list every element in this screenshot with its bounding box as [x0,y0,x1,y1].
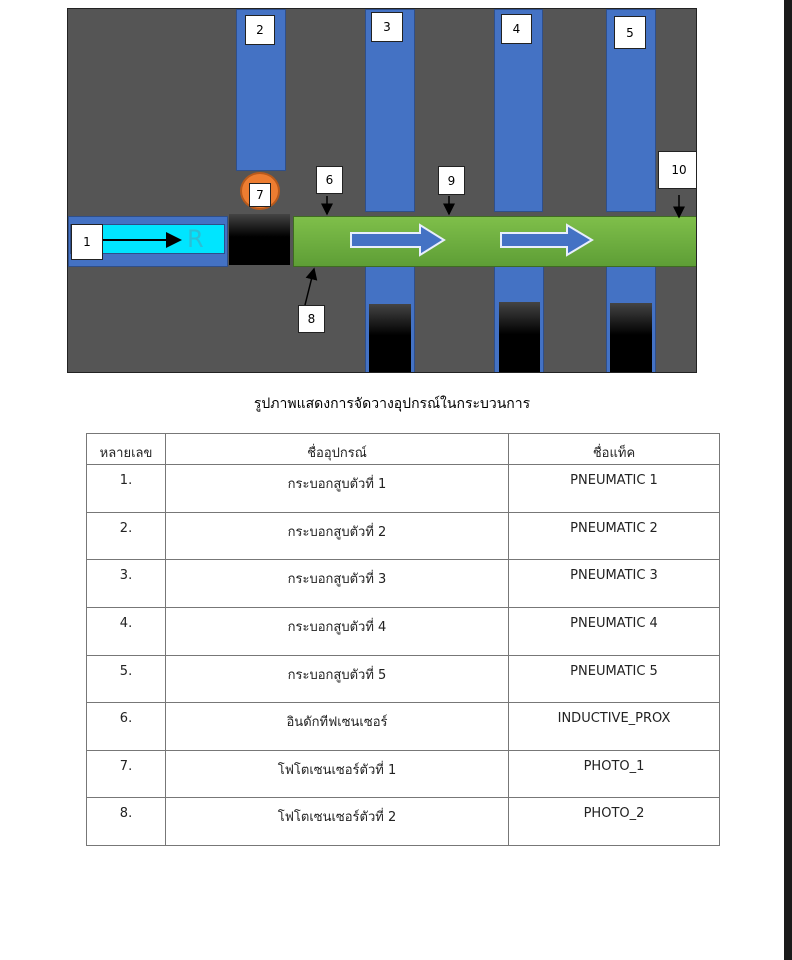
cell-tag-name: PNEUMATIC 2 [508,511,720,561]
table-header-row: หลายเลข ชื่ออุปกรณ์ ชื่อแท็ค [86,433,720,465]
bin-3 [369,304,411,372]
cell-tag-name: INDUCTIVE_PROX [508,702,720,751]
label-2: 2 [245,15,275,45]
figure-caption: รูปภาพแสดงการจัดวางอุปกรณ์ในกระบวนการ [253,396,531,412]
label-1: 1 [71,224,103,260]
table-row: 1. กระบอกสูบตัวที่ 1 PNEUMATIC 1 [86,464,720,513]
cell-device-name: โฟโตเซนเซอร์ตัวที่ 2 [165,797,509,846]
table-row: 7. โฟโตเซนเซอร์ตัวที่ 1 PHOTO_1 [86,749,720,799]
cell-device-name: โฟโตเซนเซอร์ตัวที่ 1 [165,749,509,799]
table-row: 6. อินดักทีฟเซนเซอร์ INDUCTIVE_PROX [86,702,720,751]
cell-tag-name: PNEUMATIC 5 [508,654,720,704]
cell-device-name: กระบอกสูบตัวที่ 1 [165,464,509,513]
cell-number: 2. [86,511,166,561]
label-7: 7 [249,183,271,207]
label-8: 8 [298,305,325,333]
cell-number: 1. [86,464,166,513]
table-row: 4. กระบอกสูบตัวที่ 4 PNEUMATIC 4 [86,606,720,656]
device-table: หลายเลข ชื่ออุปกรณ์ ชื่อแท็ค 1. กระบอกสู… [86,433,720,846]
process-layout-diagram: R 1 2 3 4 5 6 7 8 9 10 [67,8,697,373]
page-edge [784,0,792,960]
cell-tag-name: PNEUMATIC 1 [508,464,720,513]
stop-block [229,214,290,265]
flow-arrow-1 [350,223,446,257]
header-number: หลายเลข [86,433,166,465]
table-row: 2. กระบอกสูบตัวที่ 2 PNEUMATIC 2 [86,511,720,561]
cell-tag-name: PHOTO_1 [508,749,720,799]
cell-number: 3. [86,559,166,608]
pointer-8 [304,267,318,306]
label-4: 4 [501,14,532,44]
label-3: 3 [371,12,403,42]
cell-device-name: กระบอกสูบตัวที่ 5 [165,654,509,704]
label-6: 6 [316,166,343,194]
cell-number: 8. [86,797,166,846]
cell-device-name: กระบอกสูบตัวที่ 2 [165,511,509,561]
cell-number: 5. [86,654,166,704]
label-9: 9 [438,166,465,195]
cylinder-3 [365,9,415,212]
header-tag-name: ชื่อแท็ค [508,433,720,465]
flow-arrow-2 [500,223,594,257]
cell-device-name: กระบอกสูบตัวที่ 4 [165,606,509,656]
table-row: 5. กระบอกสูบตัวที่ 5 PNEUMATIC 5 [86,654,720,704]
arrows-layer [98,195,685,306]
cell-tag-name: PNEUMATIC 3 [508,559,720,608]
cell-device-name: กระบอกสูบตัวที่ 3 [165,559,509,608]
cell-number: 7. [86,749,166,799]
bin-4 [499,302,540,372]
label-10: 10 [658,151,696,189]
bin-5 [610,303,652,372]
header-device-name: ชื่ออุปกรณ์ [165,433,509,465]
cell-tag-name: PNEUMATIC 4 [508,606,720,656]
cell-tag-name: PHOTO_2 [508,797,720,846]
table-row: 8. โฟโตเซนเซอร์ตัวที่ 2 PHOTO_2 [86,797,720,846]
cell-number: 6. [86,702,166,751]
label-5: 5 [614,16,646,49]
reset-glyph: R [187,225,204,253]
cell-number: 4. [86,606,166,656]
cell-device-name: อินดักทีฟเซนเซอร์ [165,702,509,751]
table-row: 3. กระบอกสูบตัวที่ 3 PNEUMATIC 3 [86,559,720,608]
